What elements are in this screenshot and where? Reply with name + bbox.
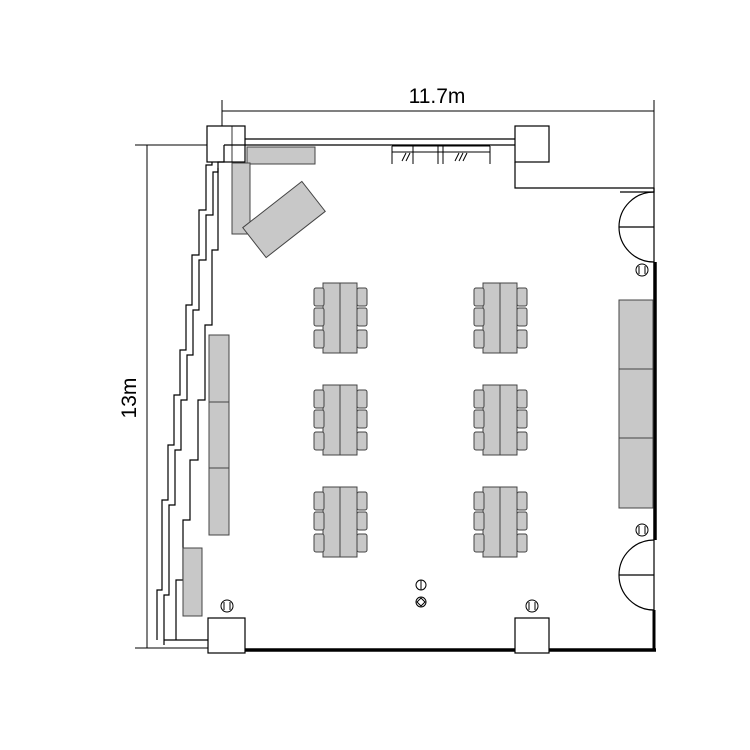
height-dimension — [135, 144, 210, 649]
chair-icon[interactable] — [356, 511, 368, 531]
height-dimension-label: 13m — [118, 378, 141, 419]
chair-icon[interactable] — [473, 511, 485, 531]
door-swing-icon[interactable] — [618, 539, 655, 611]
chair-icon[interactable] — [516, 533, 528, 553]
chair-icon[interactable] — [313, 389, 325, 409]
chair-icon[interactable] — [313, 409, 325, 429]
width-dimension — [221, 100, 655, 190]
chair-icon[interactable] — [356, 533, 368, 553]
chair-icon[interactable] — [356, 287, 368, 307]
chair-icon[interactable] — [473, 491, 485, 511]
chair-icon[interactable] — [313, 511, 325, 531]
chair-icon[interactable] — [313, 329, 325, 349]
chair-icon[interactable] — [473, 409, 485, 429]
chair-icon[interactable] — [516, 491, 528, 511]
table-group[interactable] — [473, 486, 528, 558]
table-icon[interactable] — [242, 180, 326, 259]
chair-icon[interactable] — [313, 533, 325, 553]
chair-icon[interactable] — [473, 389, 485, 409]
chair-icon[interactable] — [356, 409, 368, 429]
chair-icon[interactable] — [473, 329, 485, 349]
chair-icon[interactable] — [516, 511, 528, 531]
table-group[interactable] — [473, 384, 528, 456]
outlet-icon — [635, 263, 649, 277]
chair-icon[interactable] — [473, 307, 485, 327]
chair-icon[interactable] — [313, 491, 325, 511]
stored-furniture — [182, 146, 654, 617]
chair-icon[interactable] — [516, 389, 528, 409]
chair-icon[interactable] — [313, 287, 325, 307]
outlet-icon — [635, 523, 649, 537]
table-groups — [313, 282, 528, 558]
chair-icon[interactable] — [473, 533, 485, 553]
chair-icon[interactable] — [516, 307, 528, 327]
table-group[interactable] — [313, 282, 368, 354]
width-dimension-label: 11.7m — [409, 85, 466, 108]
chair-icon[interactable] — [516, 431, 528, 451]
table-group[interactable] — [313, 384, 368, 456]
movable-partition-icon — [391, 145, 491, 164]
table-group[interactable] — [473, 282, 528, 354]
chair-icon[interactable] — [516, 409, 528, 429]
outlet-icon — [525, 599, 539, 613]
chair-icon[interactable] — [356, 389, 368, 409]
table-group[interactable] — [313, 486, 368, 558]
chair-icon[interactable] — [356, 431, 368, 451]
chair-icon[interactable] — [356, 307, 368, 327]
chair-icon[interactable] — [356, 329, 368, 349]
chair-icon[interactable] — [473, 287, 485, 307]
chair-icon[interactable] — [356, 491, 368, 511]
door-swing-icon[interactable] — [618, 191, 655, 263]
outlet-icon — [220, 599, 234, 613]
chair-icon[interactable] — [516, 287, 528, 307]
floor-outlet-icon — [415, 579, 427, 608]
chair-icon[interactable] — [313, 307, 325, 327]
chair-icon[interactable] — [313, 431, 325, 451]
room-walls — [163, 125, 657, 654]
chair-icon[interactable] — [516, 329, 528, 349]
chair-icon[interactable] — [473, 431, 485, 451]
